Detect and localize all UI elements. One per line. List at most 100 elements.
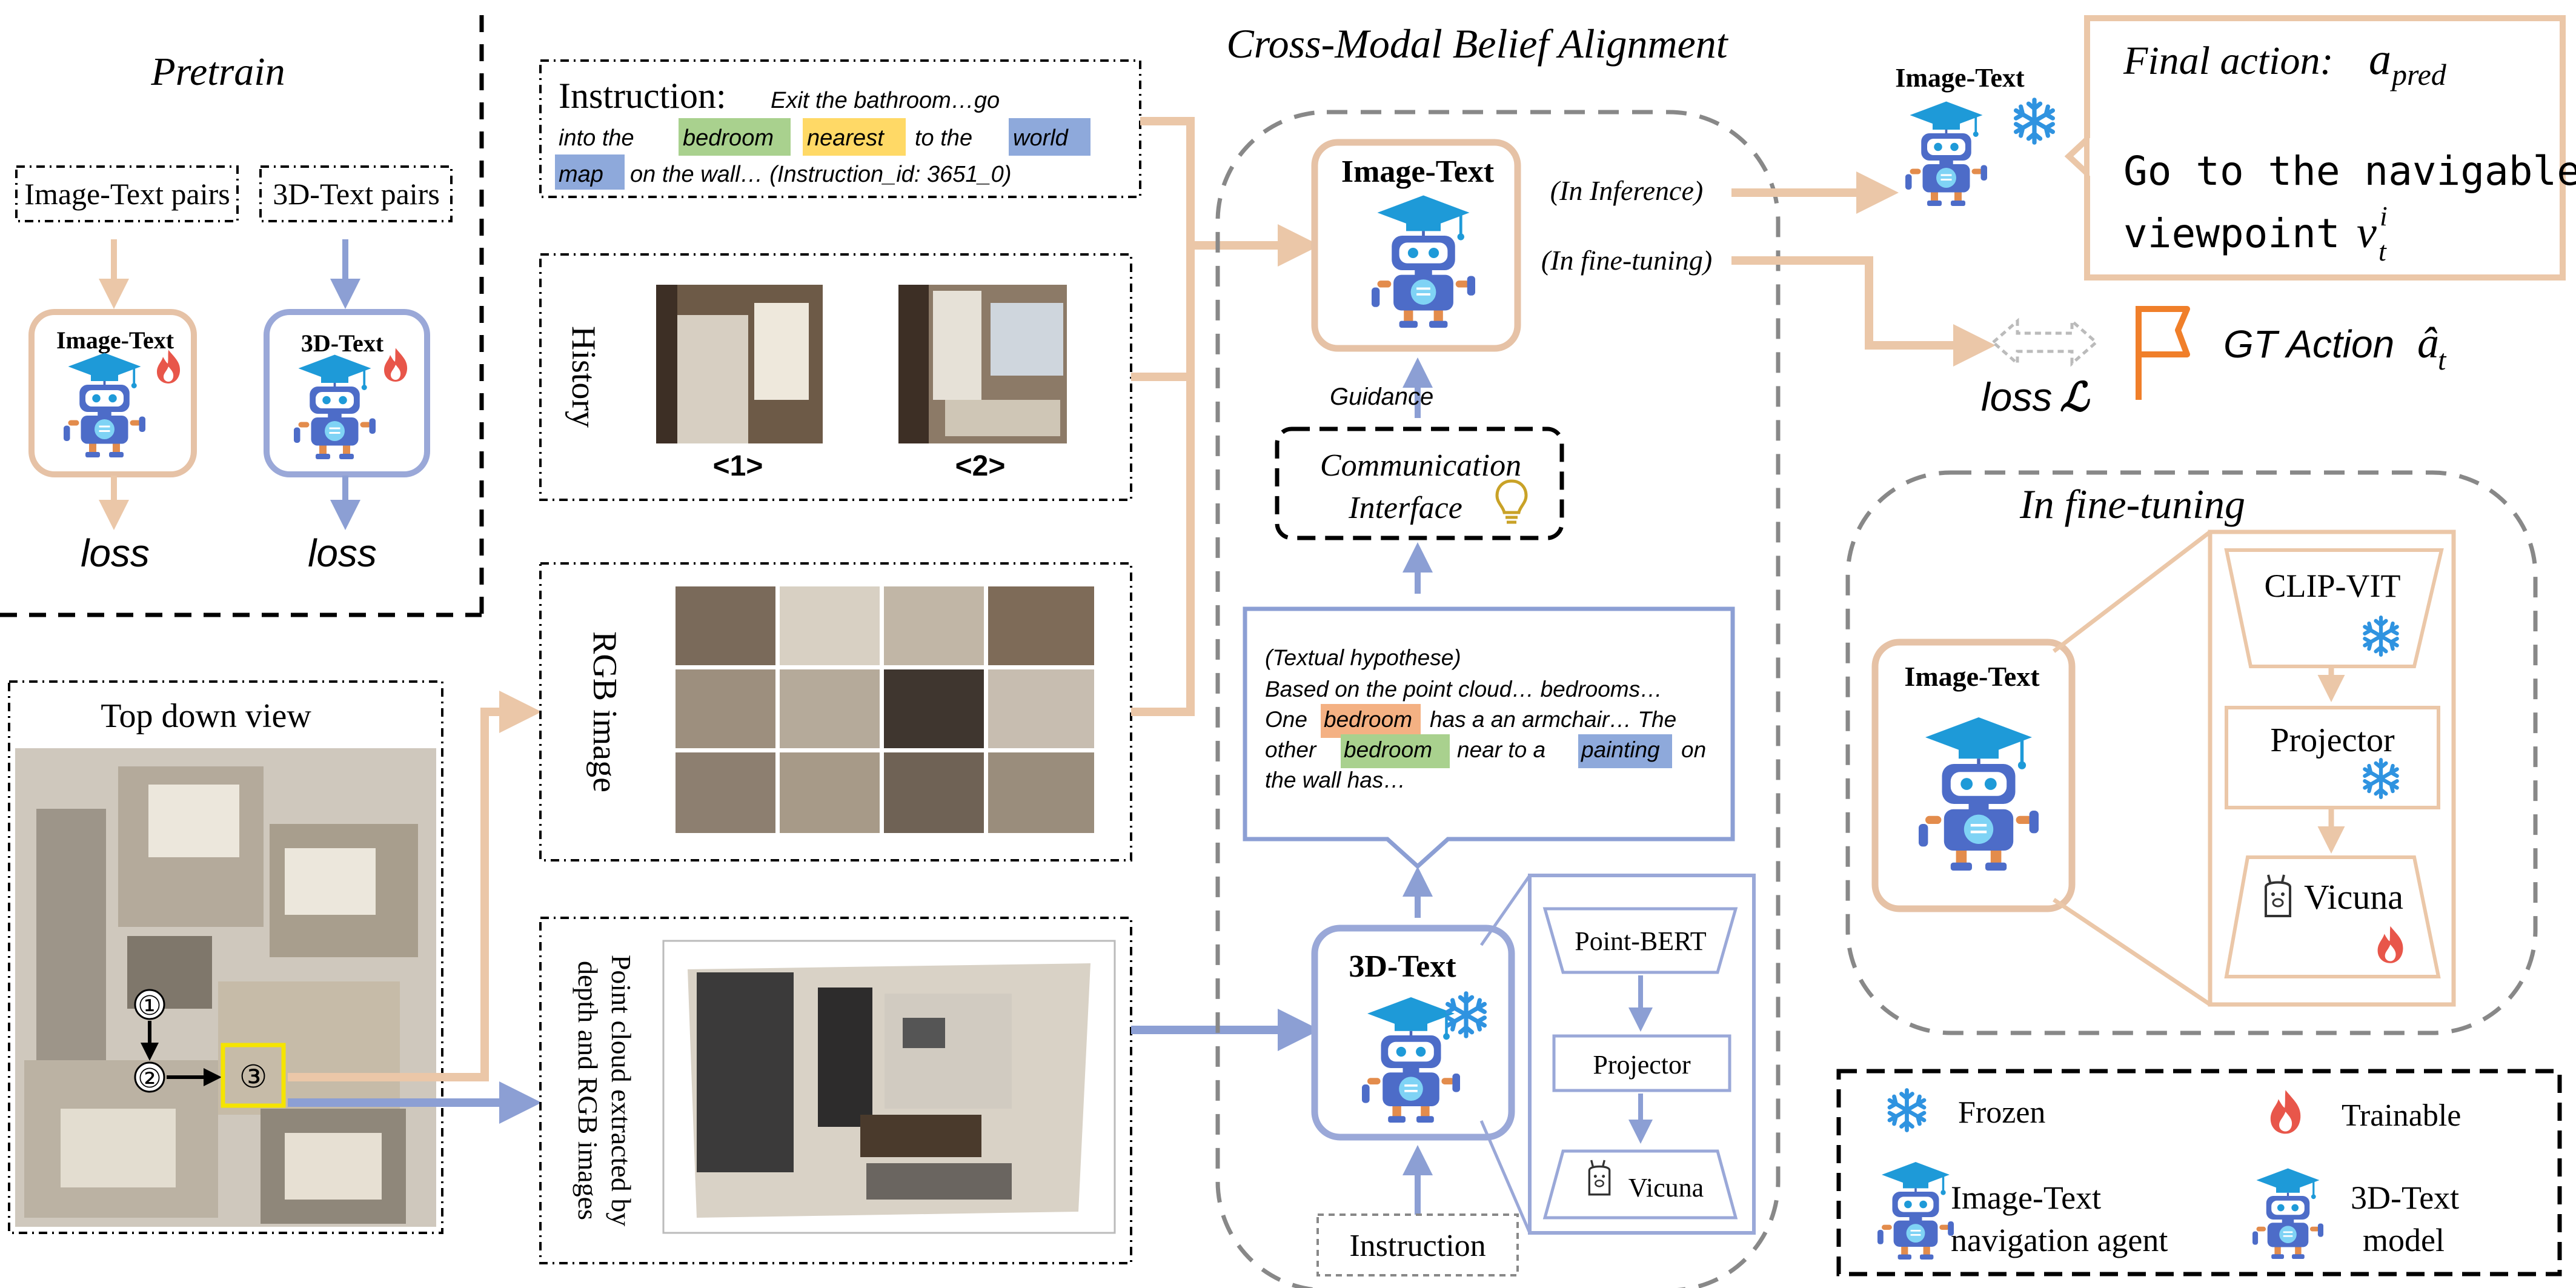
- cmba-title: Cross-Modal Belief Alignment: [1226, 21, 1728, 67]
- final-v-subscript: t: [2378, 236, 2387, 267]
- topdown-title: Top down view: [101, 697, 311, 735]
- hyp-line4b: near to a: [1457, 737, 1545, 762]
- instruction-line3: on the wall… (Instruction_id: 3651_0): [630, 162, 1011, 187]
- history-input: History <1> <2>: [539, 253, 1132, 501]
- finetune-title: In fine-tuning: [2019, 481, 2245, 527]
- finetune-vicuna-block: [2224, 855, 2441, 978]
- finetune-vicuna-label: Vicuna: [2304, 877, 2403, 917]
- hyp-line1: (Textual hypothese): [1265, 645, 1461, 670]
- instruction-word-world: world: [1013, 125, 1069, 151]
- hyp-line5: the wall has…: [1265, 768, 1406, 792]
- threed-text-pairs-label: 3D-Text pairs: [273, 177, 440, 211]
- comm-line1: Communication: [1320, 448, 1521, 483]
- pretrain-title: Pretrain: [150, 50, 285, 94]
- hyp-line2: Based on the point cloud… bedrooms…: [1265, 677, 1662, 702]
- final-v-symbol: v: [2357, 208, 2377, 257]
- finetune-zoom-line-top: [2052, 530, 2212, 653]
- pretrain-threed-text-label: 3D-Text: [301, 330, 384, 357]
- flag-icon: [2136, 306, 2190, 357]
- rgb-panorama-grid: [676, 586, 1094, 833]
- final-action-pointer: [2064, 132, 2090, 181]
- current-viewpoint-highlight: [221, 1043, 286, 1108]
- instruction-input: Instruction: Exit the bathroom…go into t…: [539, 59, 1141, 198]
- cmba-in-finetuning: (In fine-tuning): [1541, 245, 1712, 276]
- finetune-projector-block: [2225, 706, 2440, 809]
- gt-loss-panel: loss ℒ GT Action â t: [1981, 306, 2447, 420]
- final-model-label: Image-Text: [1895, 63, 2025, 93]
- highlight-hyp-bedroom-1: [1321, 704, 1421, 738]
- topdown-frame: [8, 680, 443, 1234]
- final-action-title: Final action:: [2123, 39, 2333, 83]
- arrow-topdown-to-rgb: [288, 691, 542, 1081]
- instruction-label: Instruction:: [559, 76, 726, 116]
- arrow-finetuning-to-loss: [1731, 256, 1996, 367]
- history-label: History: [565, 326, 602, 428]
- hyp-line4a: other: [1265, 737, 1317, 762]
- history-image-2: [898, 285, 1067, 443]
- instruction-word-map: map: [559, 162, 603, 187]
- floorplan-image: [15, 748, 436, 1227]
- hyp-line3a: One: [1265, 707, 1307, 732]
- legend-td-model-line1: 3D-Text: [2351, 1180, 2459, 1216]
- instruction-input-label: Instruction: [1349, 1229, 1486, 1263]
- instruction-word-bedroom: bedroom: [683, 125, 774, 151]
- instruction-line1: Exit the bathroom…go: [771, 88, 1000, 113]
- robot-icon: [2251, 1167, 2323, 1260]
- legend-frame: [1836, 1069, 2562, 1276]
- final-line2: viewpoint: [2123, 210, 2340, 257]
- legend: Frozen Trainable Image-Text navigation a…: [1836, 1069, 2562, 1276]
- final-action-subscript: pred: [2390, 58, 2447, 91]
- image-text-pairs-label: Image-Text pairs: [24, 177, 230, 211]
- rgb-label: RGB image: [586, 631, 623, 792]
- gt-action-subscript: t: [2438, 344, 2447, 376]
- snowflake-icon: [2016, 100, 2053, 142]
- finetune-projector-label: Projector: [2270, 722, 2395, 759]
- viewpoint-marker-2: [134, 1061, 165, 1093]
- textual-hypothesis-bubble: [1243, 606, 1735, 869]
- final-action-symbol: a: [2369, 35, 2391, 84]
- robot-icon: [1876, 1161, 1954, 1261]
- hyp-line3b: has a an armchair… The: [1430, 707, 1676, 732]
- cmba-guidance: Guidance: [1330, 383, 1433, 410]
- rgb-frame: [539, 562, 1132, 861]
- finetune-zoom-line-bottom: [2053, 898, 2211, 1006]
- instruction-input-box: [1316, 1213, 1519, 1276]
- highlight-hyp-bedroom-2: [1341, 734, 1450, 768]
- threed-vicuna-label: Vicuna: [1628, 1173, 1704, 1203]
- final-action-box: [2084, 15, 2566, 281]
- threed-projector-block: [1552, 1034, 1731, 1092]
- highlight-map: [555, 154, 625, 190]
- hyp-line4c: on: [1681, 737, 1706, 762]
- threed-text-pairs-box: [259, 165, 453, 222]
- arrow-merge-bus: [1131, 117, 1195, 716]
- pretrain-image-text-label: Image-Text: [56, 327, 174, 354]
- highlight-world: [1009, 118, 1090, 156]
- snowflake-icon: [1890, 1090, 1924, 1130]
- finetune-panel: In fine-tuning Image-Text CLIP-VIT Proje…: [1845, 470, 2538, 1035]
- communication-interface-box: [1275, 427, 1564, 540]
- gt-action-label: GT Action: [2223, 322, 2394, 366]
- cmba-frame: [1215, 110, 1781, 1288]
- rgb-input: RGB image: [539, 562, 1132, 861]
- image-text-pairs-box: [15, 165, 239, 222]
- legend-it-agent-line1: Image-Text: [1951, 1180, 2101, 1216]
- legend-it-agent-line2: navigation agent: [1951, 1222, 2168, 1258]
- pointcloud-label-line2: depth and RGB images: [573, 961, 603, 1220]
- final-action-panel: Image-Text Final action: a pred Go to th…: [1895, 15, 2576, 281]
- finetune-frame: [1845, 470, 2538, 1035]
- pretrain-loss-right: loss: [308, 531, 377, 575]
- highlight-hyp-painting: [1578, 734, 1672, 768]
- hyp-word-bedroom-2: bedroom: [1344, 737, 1432, 762]
- viewpoint-marker-1: [134, 989, 165, 1020]
- cmba-panel: Cross-Modal Belief Alignment Image-Text …: [1215, 21, 1996, 1288]
- legend-td-model-line2: model: [2363, 1222, 2445, 1258]
- robot-icon: [1904, 100, 1987, 207]
- history-tag-2: <2>: [955, 450, 1006, 482]
- highlight-nearest: [803, 118, 906, 156]
- pretrain-panel: Pretrain Image-Text pairs 3D-Text pairs …: [0, 15, 484, 617]
- cmba-image-text-label: Image-Text: [1341, 154, 1495, 189]
- zoom-line-bottom: [1479, 1120, 1532, 1233]
- final-v-superscript: i: [2380, 201, 2388, 231]
- final-action-pointer-mask: [2090, 138, 2096, 176]
